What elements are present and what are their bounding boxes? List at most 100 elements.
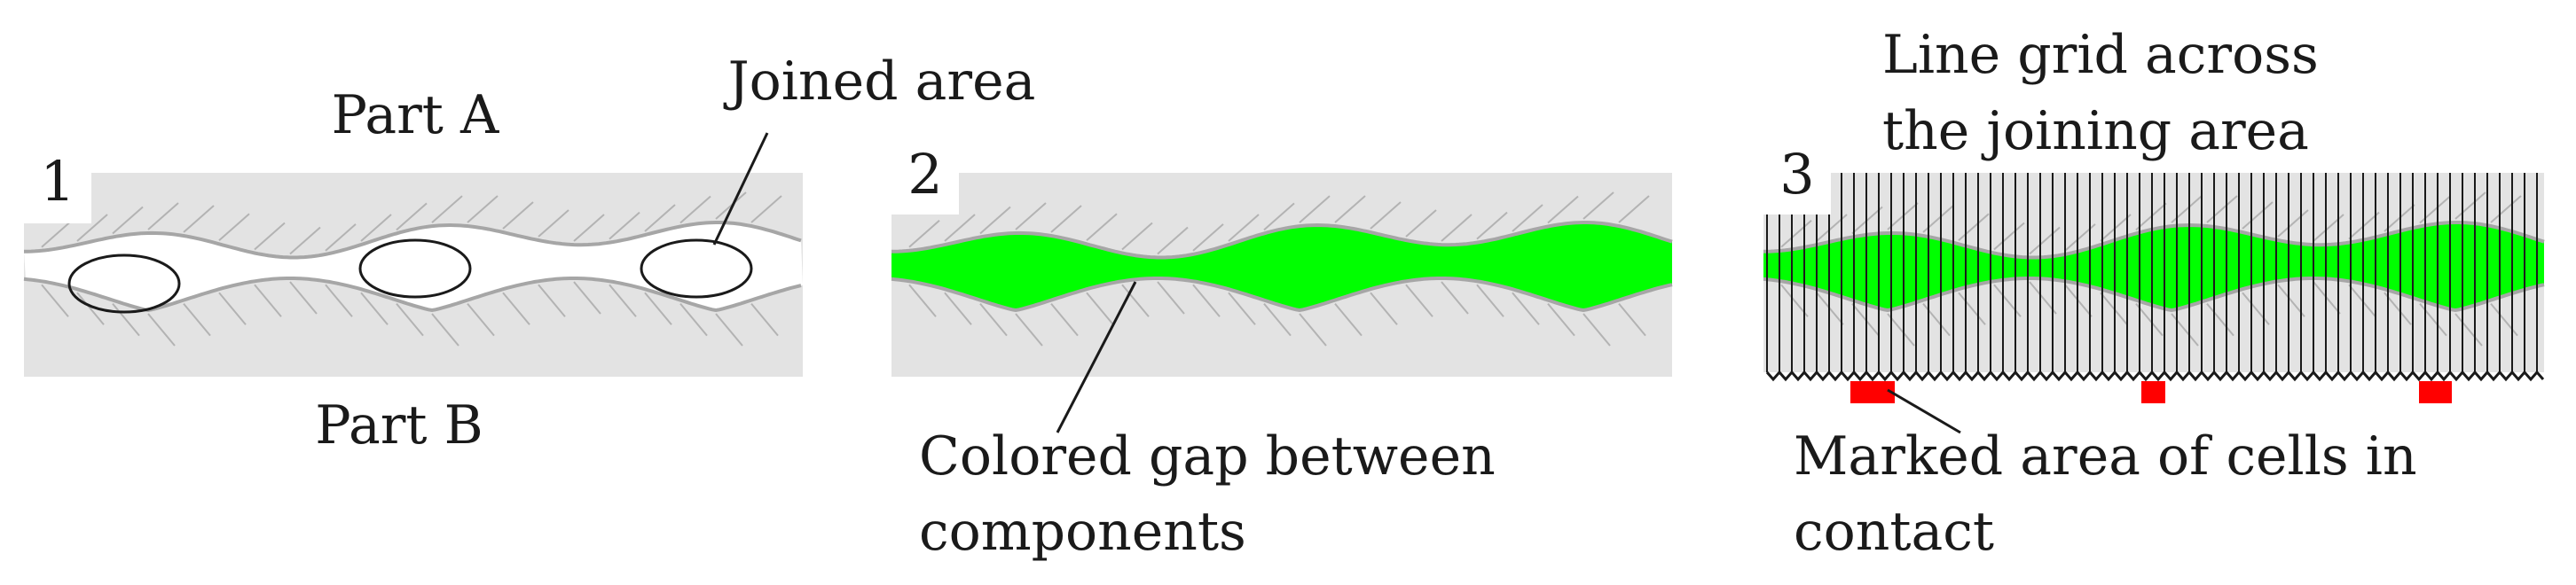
hatch-mark	[396, 202, 428, 231]
hatch-mark	[1583, 191, 1614, 220]
hatch-mark	[360, 214, 392, 242]
hatch-mark	[1121, 222, 1153, 251]
hatch-mark	[1086, 292, 1114, 325]
hatch-mark	[2277, 209, 2309, 238]
hatch-mark	[573, 281, 601, 315]
hatch-mark	[944, 292, 972, 325]
panel-2-colored-gap	[891, 222, 1672, 310]
hatch-mark	[1958, 213, 1990, 242]
hatch-mark	[1618, 195, 1650, 223]
hatch-mark	[1050, 302, 1079, 337]
hatch-mark	[1157, 226, 1189, 255]
hatch-mark	[76, 214, 108, 242]
panel-1: 1 Part A Part B Joined area	[23, 51, 1036, 456]
panel-1-number-box	[24, 142, 91, 223]
hatch-mark	[183, 302, 211, 337]
contact-label-line-1: Marked area of cells in	[1794, 425, 2417, 488]
hatch-mark	[715, 191, 747, 220]
hatch-mark	[183, 205, 215, 233]
hatch-mark	[76, 292, 105, 325]
panel-3-upper-profile	[1763, 221, 2545, 260]
hatch-mark	[1512, 204, 1543, 232]
hatch-mark	[609, 211, 640, 240]
hatch-mark	[1441, 214, 1473, 242]
hatch-mark	[2029, 226, 2061, 255]
panel-2: 2 Colored gap between components	[891, 133, 1673, 563]
hatch-mark	[325, 284, 353, 317]
joined-area-leader	[712, 132, 769, 246]
hatch-mark	[750, 195, 782, 223]
hatch-mark	[1476, 211, 1508, 240]
line-grid	[1766, 173, 2538, 372]
hatch-mark	[1583, 313, 1611, 347]
hatch-mark	[147, 202, 179, 230]
gap-label-line-2: components	[919, 501, 1246, 563]
hatch-mark	[1228, 292, 1256, 325]
hatch-mark	[1476, 284, 1504, 317]
hatch-mark	[1015, 202, 1047, 230]
hatch-mark	[1334, 195, 1366, 223]
panel-2-hatching	[908, 191, 1650, 347]
hatch-mark	[254, 284, 282, 317]
part-b-profile	[23, 277, 802, 313]
hatch-mark	[289, 281, 318, 315]
joined-area-ellipse-2	[358, 238, 472, 299]
hatch-mark	[1263, 202, 1295, 231]
grid-label-line-1: Line grid across	[1882, 24, 2319, 86]
hatch-mark	[538, 284, 566, 317]
hatch-mark	[360, 292, 389, 325]
hatch-mark	[944, 214, 976, 242]
hatch-mark	[41, 284, 69, 317]
hatch-mark	[467, 195, 499, 223]
hatch-mark	[325, 223, 357, 252]
hatch-mark	[1618, 302, 1646, 337]
hatch-mark	[644, 204, 676, 232]
hatch-mark	[1263, 302, 1292, 337]
hatch-mark	[979, 302, 1008, 337]
hatch-mark	[1334, 302, 1363, 337]
contact-marker-3	[2419, 381, 2452, 403]
hatch-mark	[644, 292, 672, 325]
hatch-mark	[609, 284, 637, 317]
hatch-mark	[1299, 313, 1327, 347]
hatch-mark	[2206, 302, 2234, 337]
joined-area-ellipse-3	[640, 238, 753, 299]
hatch-mark	[1780, 220, 1812, 248]
hatch-mark	[431, 195, 463, 223]
grid-bottom-zigzag	[1765, 370, 2545, 382]
hatch-mark	[502, 292, 530, 325]
panel-2-upper-profile	[891, 221, 1673, 260]
hatch-mark	[1405, 209, 1437, 238]
hatch-mark	[218, 292, 247, 325]
gap-label-line-1: Colored gap between	[919, 425, 1496, 488]
hatch-mark	[2490, 195, 2522, 223]
hatch-mark	[1050, 205, 1082, 233]
hatch-mark	[502, 201, 534, 230]
panel-3-number-box	[1763, 133, 1831, 214]
hatch-mark	[1547, 302, 1575, 337]
hatch-mark	[1370, 201, 1402, 230]
panel-3-lower-profile	[1763, 277, 2545, 313]
contact-marker-2	[2141, 381, 2165, 403]
hatch-mark	[289, 226, 321, 255]
hatch-mark	[679, 302, 708, 337]
panel-2-number: 2	[907, 142, 942, 207]
hatch-mark	[2206, 195, 2238, 223]
hatch-mark	[679, 195, 711, 224]
hatch-mark	[254, 222, 286, 251]
contact-label-line-2: contact	[1794, 501, 1994, 563]
panel-3-colored-gap	[1763, 222, 2544, 310]
hatch-mark	[908, 284, 937, 317]
hatch-mark	[1512, 292, 1540, 325]
panel-3: 3 Line grid across the joining area Mark…	[1763, 24, 2545, 563]
panel-2-number-box	[891, 133, 959, 214]
hatch-mark	[2454, 313, 2483, 347]
joined-area-label: Joined area	[723, 51, 1036, 113]
hatch-mark	[431, 313, 459, 347]
hatch-mark	[396, 302, 424, 337]
gap-label-leader	[1056, 281, 1137, 433]
hatch-mark	[1370, 292, 1398, 325]
hatch-mark	[1228, 214, 1260, 242]
hatch-mark	[467, 302, 495, 337]
